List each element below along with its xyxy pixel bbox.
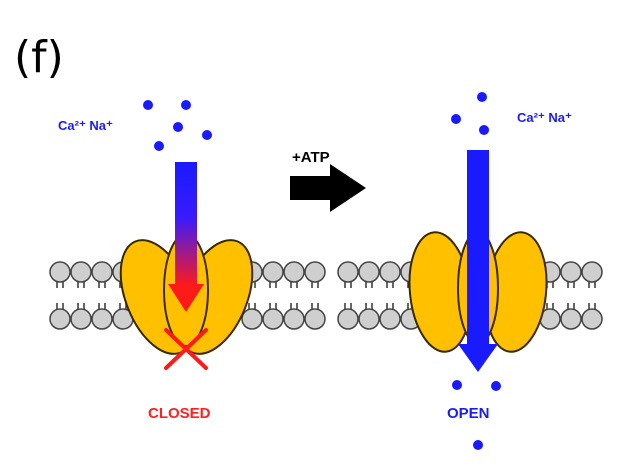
open-ion-dots [451,92,501,450]
lipid-head [283,261,305,283]
atp-label: +ATP [292,149,330,166]
lipid-head [262,308,284,330]
lipid-head [49,261,71,283]
lipid-head [560,308,582,330]
closed-state-label: CLOSED [148,405,211,422]
closed-ion-label: Ca²⁺ Na⁺ [58,118,113,133]
lipid-head [379,308,401,330]
closed-ion-dots [143,100,212,151]
atp-process-group: +ATP [290,149,366,212]
lipid-head [304,261,326,283]
lipid-head [358,308,380,330]
x-mark-icon [164,328,208,370]
arrow-right-icon [290,164,366,212]
lipid-head [337,261,359,283]
lipid-head [262,261,284,283]
closed-channel-group: Ca²⁺ Na⁺ CLOSED [49,100,326,422]
lipid-head [49,308,71,330]
open-ion-label: Ca²⁺ Na⁺ [517,110,572,125]
lipid-head [91,261,113,283]
arrow-down-icon [458,150,498,372]
open-channel-group: Ca²⁺ Na⁺ OPEN [337,92,603,450]
lipid-head [560,261,582,283]
closed-membrane [49,261,326,330]
lipid-head [70,261,92,283]
blocked-flow-arrow-icon [168,162,204,312]
lipid-head [241,308,263,330]
lipid-head [70,308,92,330]
lipid-head [358,261,380,283]
open-state-label: OPEN [447,405,490,422]
lipid-head [379,261,401,283]
lipid-head [304,308,326,330]
lipid-head [283,308,305,330]
lipid-head [91,308,113,330]
panel-label: (f) [14,32,64,83]
lipid-head [581,308,603,330]
lipid-head [337,308,359,330]
lipid-head [581,261,603,283]
